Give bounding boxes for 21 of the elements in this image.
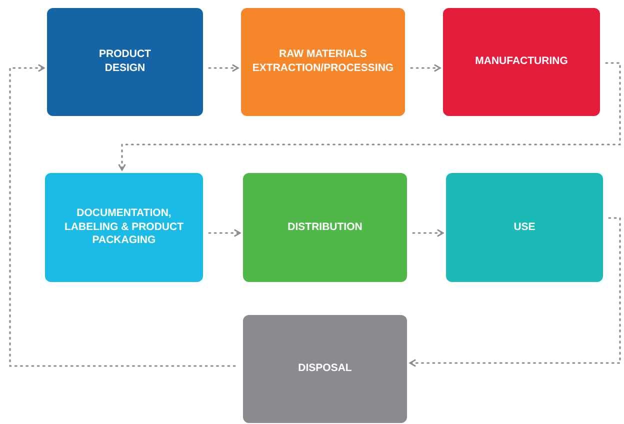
step-label: DOCUMENTATION, LABELING & PRODUCT PACKAGING: [64, 207, 184, 248]
arrow: [208, 64, 239, 72]
process-box: [443, 8, 600, 116]
process-box: [446, 173, 603, 282]
process-box: [241, 8, 405, 116]
step-label: RAW MATERIALS EXTRACTION/PROCESSING: [251, 48, 395, 76]
arrow: [9, 64, 236, 367]
process-box: [243, 315, 407, 423]
step-label: MANUFACTURING: [475, 55, 568, 69]
process-box: [47, 8, 203, 116]
arrow: [412, 229, 444, 237]
process-box: [243, 173, 407, 282]
step-label: DISPOSAL: [298, 362, 352, 376]
process-box: [45, 173, 203, 282]
arrow: [410, 64, 441, 72]
arrow: [208, 229, 241, 237]
step-label: DISTRIBUTION: [288, 220, 362, 234]
arrow: [409, 217, 621, 367]
step-label: PRODUCT DESIGN: [98, 48, 152, 76]
step-label: USE: [514, 220, 536, 234]
arrow: [118, 62, 621, 171]
